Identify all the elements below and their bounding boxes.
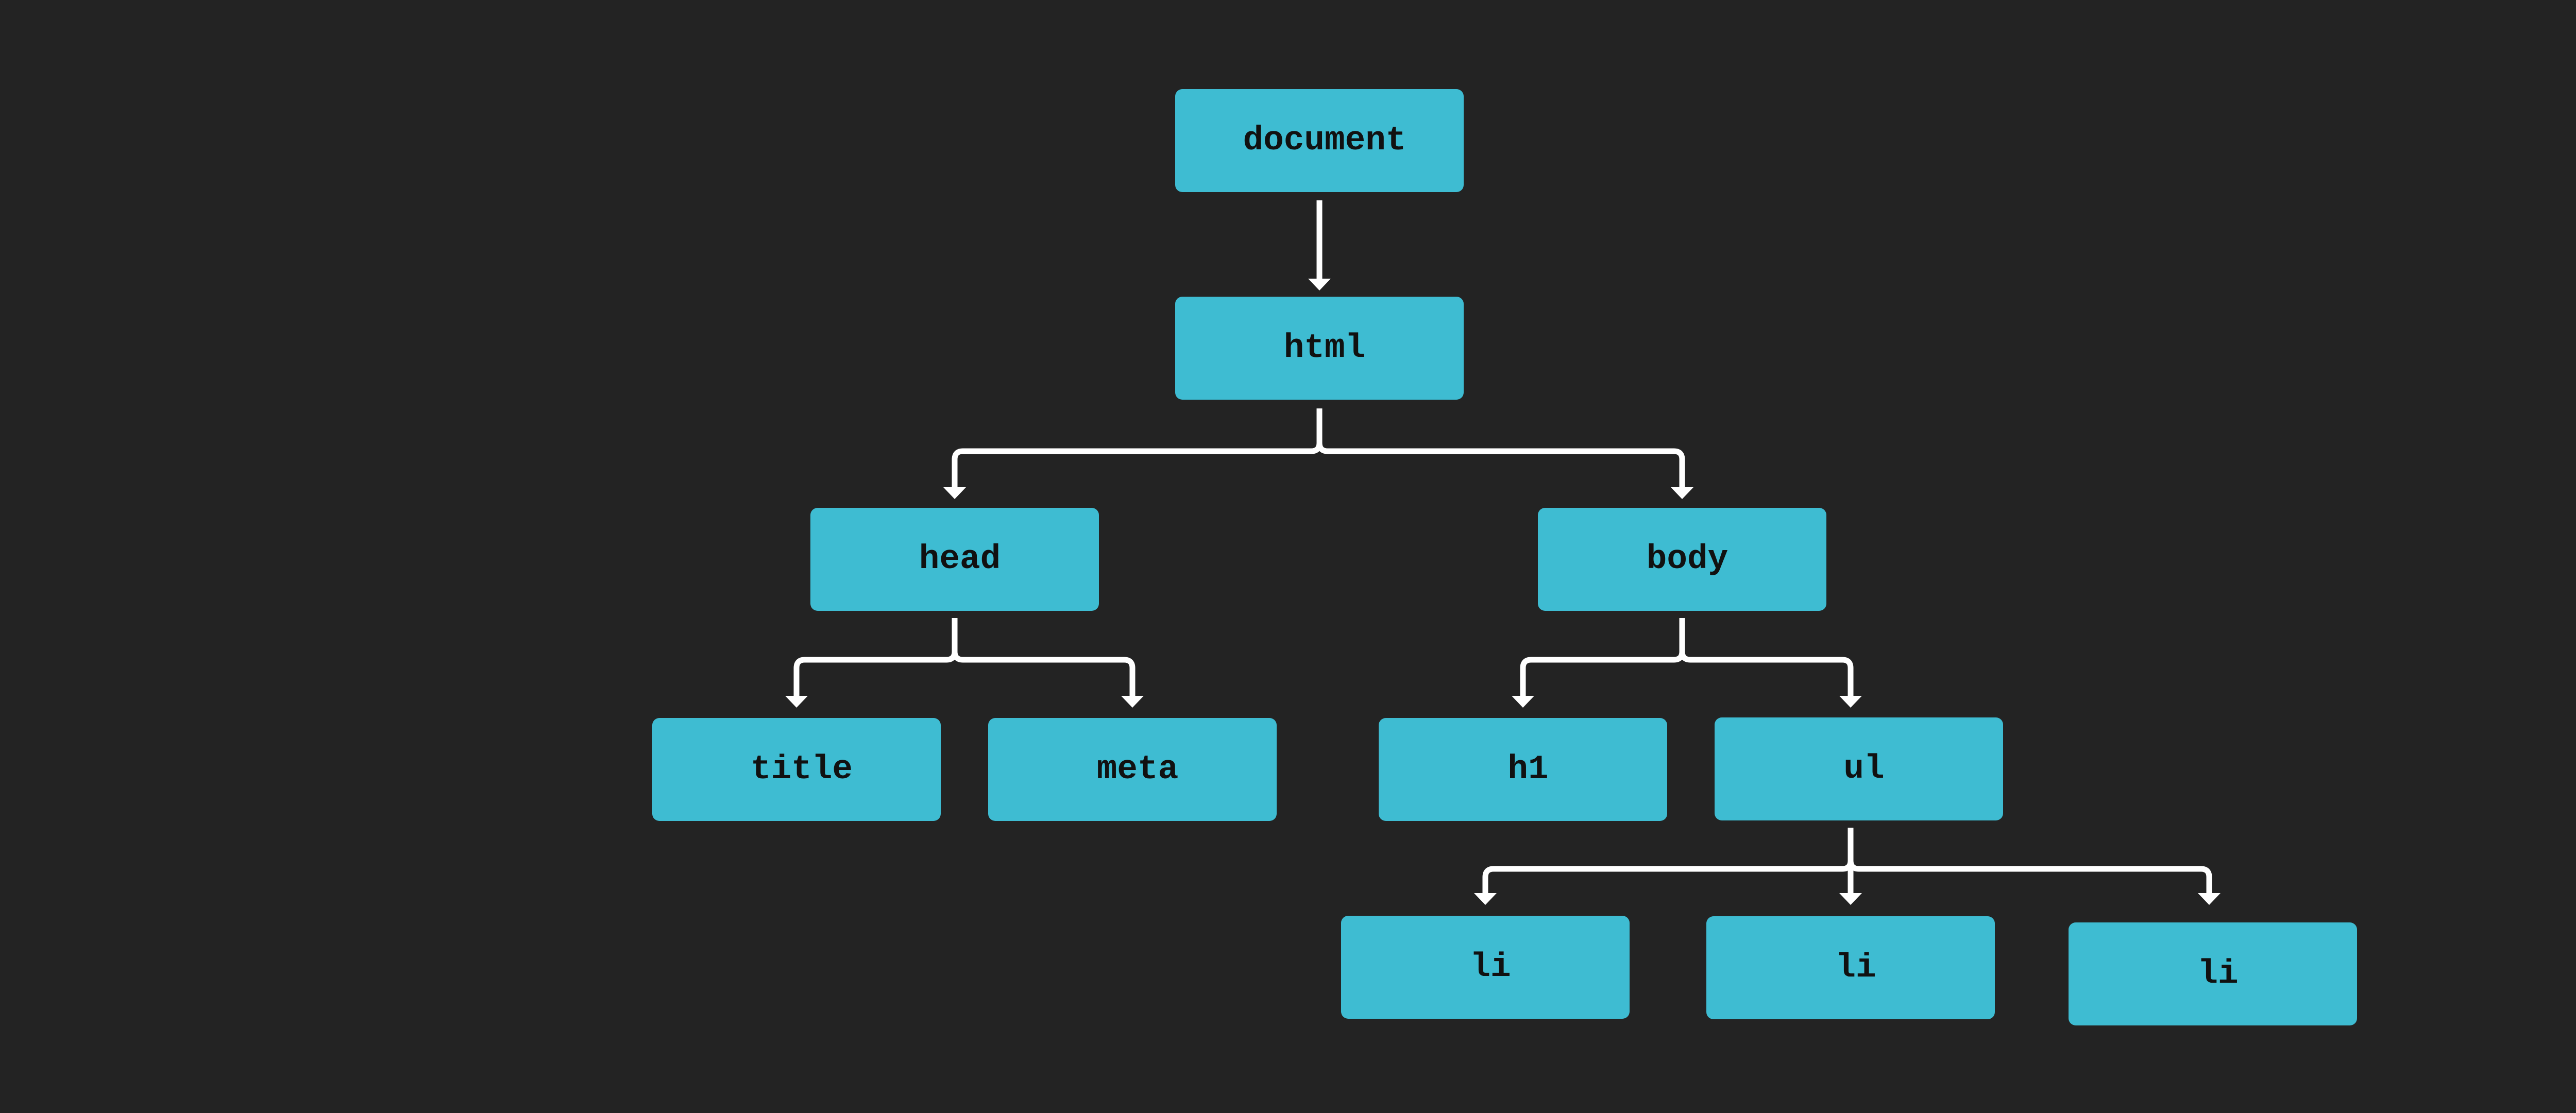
node-title: title [652, 718, 941, 821]
node-label: li [1835, 948, 1876, 987]
node-html: html [1175, 297, 1464, 400]
edge-head-title [793, 618, 958, 696]
node-h1: h1 [1379, 718, 1667, 821]
arrowhead-html-head [943, 487, 966, 499]
node-li-2: li [1706, 916, 1995, 1019]
node-label: h1 [1507, 750, 1549, 789]
node-label: ul [1843, 749, 1885, 788]
node-li-1: li [1341, 916, 1630, 1019]
arrowhead-body-h1 [1512, 696, 1534, 708]
node-label: document [1243, 121, 1406, 160]
edge-body-ul [1679, 618, 1854, 696]
node-label: title [750, 750, 853, 789]
arrowhead-head-title [785, 696, 808, 708]
node-document: document [1175, 89, 1464, 192]
node-meta: meta [988, 718, 1277, 821]
node-label: li [2197, 954, 2239, 993]
edge-html-body [1316, 408, 1685, 487]
arrowhead-head-meta [1121, 696, 1144, 708]
node-label: li [1470, 948, 1511, 986]
edge-ul-li-1 [1482, 828, 1854, 893]
arrowhead-ul-li-3 [2198, 893, 2221, 905]
arrowhead-document-html [1308, 279, 1331, 290]
edge-html-head [952, 408, 1323, 487]
edge-head-meta [952, 618, 1136, 696]
node-head: head [810, 508, 1099, 611]
node-label: html [1283, 329, 1366, 367]
node-label: head [919, 540, 1001, 578]
arrowhead-body-ul [1839, 696, 1862, 708]
node-label: body [1646, 540, 1728, 578]
node-label: meta [1096, 750, 1179, 789]
node-ul: ul [1715, 717, 2003, 820]
edge-body-h1 [1520, 618, 1685, 696]
arrowhead-ul-li-2 [1839, 893, 1862, 905]
node-li-3: li [2069, 922, 2357, 1025]
edge-ul-li-3 [1848, 828, 2212, 893]
arrowhead-ul-li-1 [1474, 893, 1497, 905]
arrowhead-html-body [1671, 487, 1693, 499]
node-body: body [1538, 508, 1826, 611]
